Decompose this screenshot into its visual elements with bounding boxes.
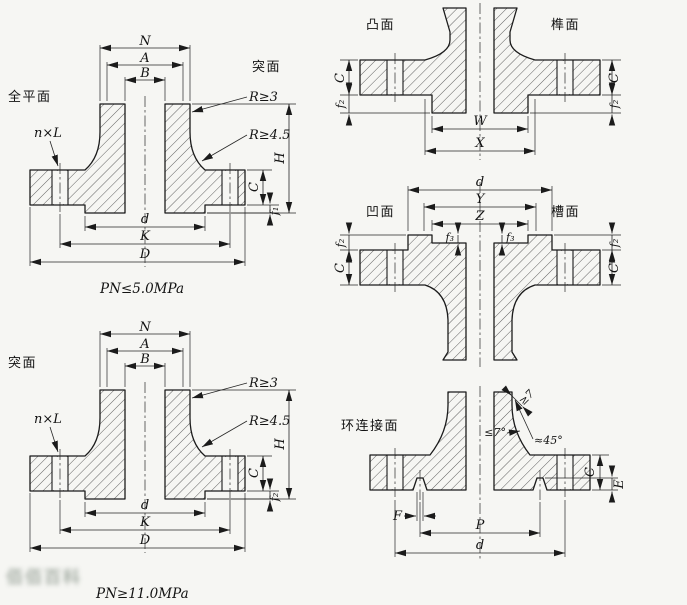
fig5-annotation-bevel: ≈45° <box>534 434 563 447</box>
fig2-dim-C: C <box>247 468 262 478</box>
fig5-dim-d: d <box>476 538 484 553</box>
fig5-dimension-lines <box>394 385 618 557</box>
fig1-face-label-right: 突面 <box>252 59 281 75</box>
fig3-face-label-right: 榫面 <box>551 18 580 33</box>
fig1-drawing <box>29 44 296 267</box>
fig3-dim-C-left: C <box>333 73 348 83</box>
fig1-face-label-left: 全平面 <box>8 89 52 105</box>
fig5-dim-C: C <box>583 467 598 477</box>
fig4-dim-f2-right: f₂ <box>608 239 621 248</box>
fig4-face-label-left: 凹面 <box>366 205 395 220</box>
fig4-dim-C-right: C <box>607 263 622 273</box>
fig5-dim-P: P <box>475 518 485 533</box>
fig3-dim-X: X <box>474 136 485 151</box>
fig5-dim-F: F <box>392 509 403 524</box>
fig2-dim-R3: R≥3 <box>248 376 278 391</box>
fig3-dim-C-right: C <box>607 73 622 83</box>
fig4-drawing <box>340 182 621 367</box>
fig4-face-label-right: 槽面 <box>551 205 580 220</box>
fig1-dim-D: D <box>139 247 151 262</box>
fig1-dim-f1: f₁ <box>268 207 281 216</box>
fig2-dim-f2: f₂ <box>268 493 281 502</box>
fig2-dim-nL: n×L <box>34 412 62 427</box>
fig1-dim-N: N <box>138 34 151 49</box>
fig2-dim-B: B <box>139 352 150 367</box>
fig3-dim-f2-right: f₂ <box>608 100 621 109</box>
fig4-dim-Y: Y <box>476 192 486 207</box>
fig3-dim-W: W <box>473 114 488 129</box>
fig2-dim-N: N <box>138 320 151 335</box>
fig5-annotation-slope: ≤7° <box>484 426 506 439</box>
fig4-dim-f2-left: f₂ <box>334 239 347 248</box>
fig1-pressure-label: PN≤5.0MPa <box>99 281 184 297</box>
fig1-dim-B: B <box>139 66 150 81</box>
fig2-face-label: 突面 <box>8 355 37 371</box>
fig1-dim-K: K <box>139 229 151 244</box>
fig5-annotation-min7: ≥7 <box>516 387 537 408</box>
fig1-dim-C: C <box>247 182 262 192</box>
fig1-dim-A: A <box>139 51 149 66</box>
fig2-pressure-label: PN≥11.0MPa <box>95 586 189 602</box>
fig3-drawing <box>340 3 621 160</box>
watermark: 佰佰百科 <box>6 568 82 588</box>
fig2-drawing <box>30 331 296 553</box>
fig4-dim-Z: Z <box>474 209 485 224</box>
fig2-dim-D: D <box>139 533 151 548</box>
fig5-face-label: 环连接面 <box>341 418 399 434</box>
fig4-dim-d: d <box>476 175 484 190</box>
fig5-drawing <box>369 385 618 560</box>
fig4-dim-f3-left: f₃ <box>445 231 454 244</box>
fig5-dim-E: E <box>612 479 627 490</box>
fig3-face-label-left: 凸面 <box>366 18 395 33</box>
fig1-dimension-lines <box>29 44 296 266</box>
fig1-dim-d: d <box>141 212 149 227</box>
fig4-dim-f3-right: f₃ <box>505 231 514 244</box>
fig3-dim-f2-left: f₂ <box>334 100 347 109</box>
fig2-dim-A: A <box>139 337 149 352</box>
fig1-dim-nL: n×L <box>34 126 62 141</box>
fig2-dim-H: H <box>273 438 288 451</box>
fig2-dim-R45: R≥4.5 <box>248 414 290 429</box>
fig4-dim-C-left: C <box>333 263 348 273</box>
fig1-dim-H: H <box>273 152 288 165</box>
fig2-dim-d: d <box>141 498 149 513</box>
fig1-dim-R45: R≥4.5 <box>248 128 290 143</box>
fig4-dimension-lines <box>340 186 621 286</box>
fig1-dim-R3: R≥3 <box>248 90 278 105</box>
fig3-dimension-lines <box>340 59 621 155</box>
fig2-dim-K: K <box>139 515 151 530</box>
